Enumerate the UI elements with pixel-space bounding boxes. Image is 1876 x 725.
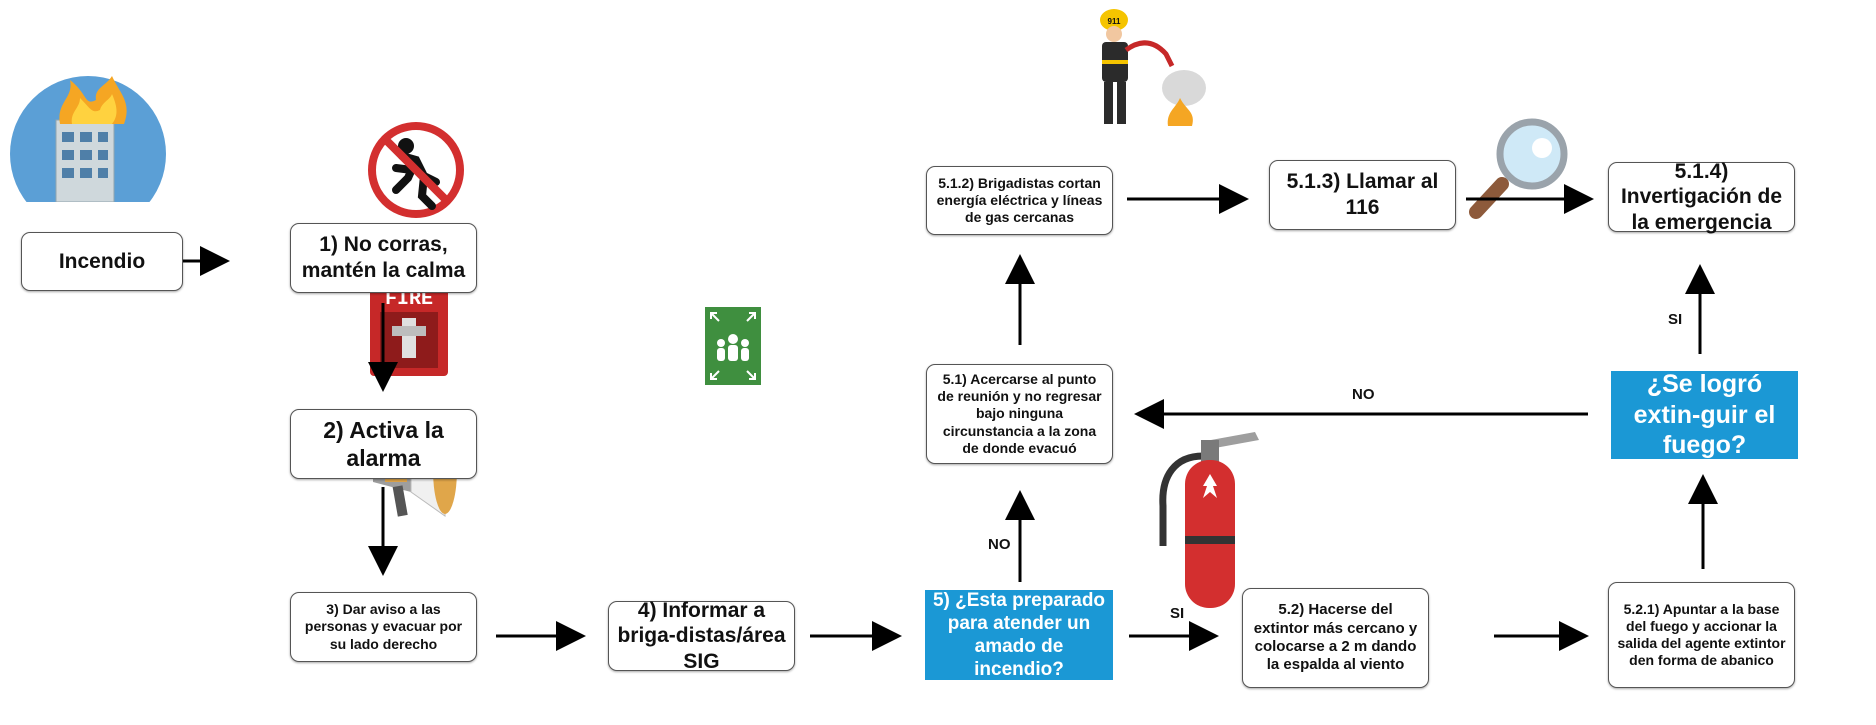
label-no-5-to-51: NO <box>988 536 1011 553</box>
node-step-3: 3) Dar aviso a las personas y evacuar po… <box>290 592 477 662</box>
burning-building-icon <box>10 76 166 202</box>
firefighter-icon: 911 <box>1100 9 1206 126</box>
node-step-4: 4) Informar a briga-distas/área SIG <box>608 599 795 673</box>
label-no-q-to-51: NO <box>1352 386 1375 403</box>
node-step-5-1-2: 5.1.2) Brigadistas cortan energía eléctr… <box>926 166 1113 235</box>
node-step-5-2-1: 5.2.1) Apuntar a la base del fuego y acc… <box>1608 582 1795 688</box>
no-running-icon <box>368 122 464 218</box>
node-step-5-question: 5) ¿Esta preparado para atender un amado… <box>925 590 1113 680</box>
helmet-text: 911 <box>1108 17 1121 26</box>
node-step-5-1-3: 5.1.3) Llamar al 116 <box>1269 160 1456 230</box>
node-step-1: 1) No corras, mantén la calma <box>290 223 477 293</box>
magnifier-icon <box>1469 118 1568 219</box>
label-si-q-to-514: SI <box>1668 311 1683 328</box>
node-step-5-1-4: 5.1.4) Invertigación de la emergencia <box>1608 160 1795 234</box>
node-step-2: 2) Activa la alarma <box>290 409 477 479</box>
fire-alarm-icon: FIRE <box>370 280 448 376</box>
node-extinguished-question: ¿Se logró extin-guir el fuego? <box>1611 370 1798 459</box>
node-incendio: Incendio <box>21 232 183 291</box>
node-step-5-2: 5.2) Hacerse del extintor más cercano y … <box>1242 588 1429 688</box>
node-step-5-1: 5.1) Acercarse al punto de reunión y no … <box>926 364 1113 464</box>
fire-alarm-text: FIRE <box>385 288 433 311</box>
label-si-5-to-52: SI <box>1170 605 1185 622</box>
fire-extinguisher-icon <box>1159 432 1259 608</box>
assembly-point-icon <box>705 307 761 385</box>
